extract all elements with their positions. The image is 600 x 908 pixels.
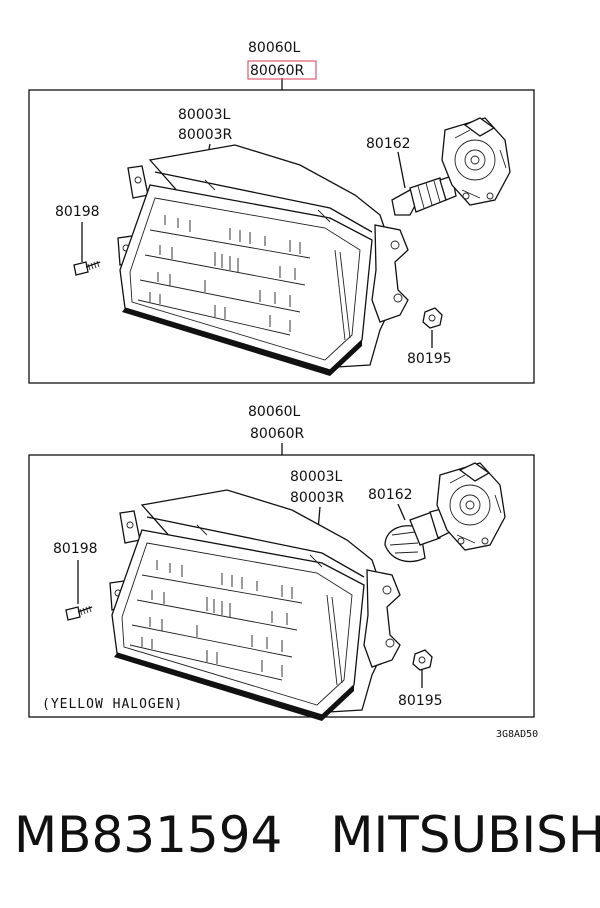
bottom-nut-label: 80195 (398, 693, 443, 709)
top-screw-label: 80198 (55, 204, 100, 220)
top-assembly-right-label: 80060R (250, 63, 305, 79)
part-number: MB831594 (14, 806, 283, 864)
bottom-screw-label: 80198 (53, 541, 98, 557)
yellow-halogen-note: (YELLOW HALOGEN) (42, 697, 183, 712)
bottom-socket (436, 462, 506, 551)
bottom-assembly-right-label: 80060R (250, 426, 305, 442)
bottom-lens-left-label: 80003L (290, 469, 343, 485)
bottom-headlamp (109, 489, 401, 722)
bottom-diagram: 80060L 80060R 80003L 80003R 80162 80198 … (28, 404, 535, 722)
top-screw (73, 260, 101, 276)
drawing-code: 3G8AD50 (496, 729, 538, 740)
footer: MB831594 MITSUBISHI (14, 806, 600, 864)
brand-name: MITSUBISHI (330, 806, 600, 864)
top-headlamp (117, 144, 409, 377)
bottom-lens-right-label: 80003R (290, 490, 345, 506)
top-lens-right-label: 80003R (178, 127, 233, 143)
top-bulb-label: 80162 (366, 136, 411, 152)
highlight-box (247, 60, 317, 80)
top-bulb (391, 175, 457, 216)
top-assembly-left-label: 80060L (248, 40, 301, 56)
bottom-assembly-left-label: 80060L (248, 404, 301, 420)
bottom-bulb (384, 507, 451, 563)
parts-diagram: 80060L 80060R 80003L 80003R 80162 80198 … (28, 40, 538, 740)
bottom-bulb-label: 80162 (368, 487, 413, 503)
bottom-nut (412, 649, 433, 671)
bottom-screw (65, 605, 93, 621)
top-lens-left-label: 80003L (178, 107, 231, 123)
top-nut (422, 307, 443, 329)
top-diagram: 80060L 80060R 80003L 80003R 80162 80198 … (28, 40, 535, 384)
top-nut-label: 80195 (407, 351, 452, 367)
